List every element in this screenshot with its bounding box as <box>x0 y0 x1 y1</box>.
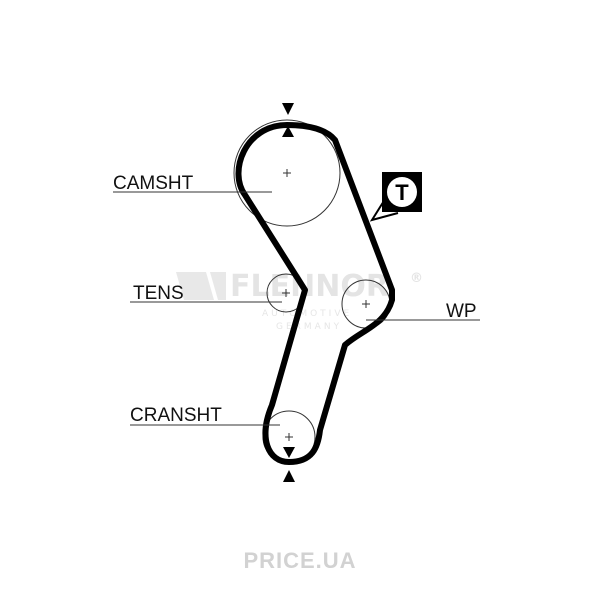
timing-belt <box>235 122 395 465</box>
camshaft-pulley <box>233 119 341 227</box>
footer-site: PRICE.UA <box>243 548 356 573</box>
watermark-brand: FLENNOR <box>230 269 389 304</box>
camshaft-center-mark <box>283 169 291 177</box>
watermark-line1: AUTOMOTIVE <box>262 309 352 319</box>
water-pump-center-mark <box>362 300 370 308</box>
camshaft-label: CAMSHT <box>113 173 194 194</box>
timing-marker-circle <box>387 177 417 207</box>
watermark-registered: ® <box>410 271 423 286</box>
top-timing-arrow-up-icon <box>282 126 294 137</box>
top-timing-arrow-icon <box>282 103 294 115</box>
water-pump-label: WP <box>446 301 477 322</box>
crankshaft-center-mark <box>285 433 293 441</box>
bottom-timing-arrow-down-icon <box>283 447 295 458</box>
crankshaft-label: CRANSHT <box>130 405 222 426</box>
timing-marker: T <box>369 172 422 222</box>
watermark-logo-icon <box>176 272 226 300</box>
bottom-timing-arrow-icon <box>283 470 295 482</box>
watermark: FLENNOR ® AUTOMOTIVE GERMANY <box>176 269 423 332</box>
timing-marker-letter: T <box>395 180 409 205</box>
tensioner-center-mark <box>282 289 290 297</box>
tensioner-label: TENS <box>133 283 184 304</box>
watermark-line2: GERMANY <box>276 322 342 332</box>
